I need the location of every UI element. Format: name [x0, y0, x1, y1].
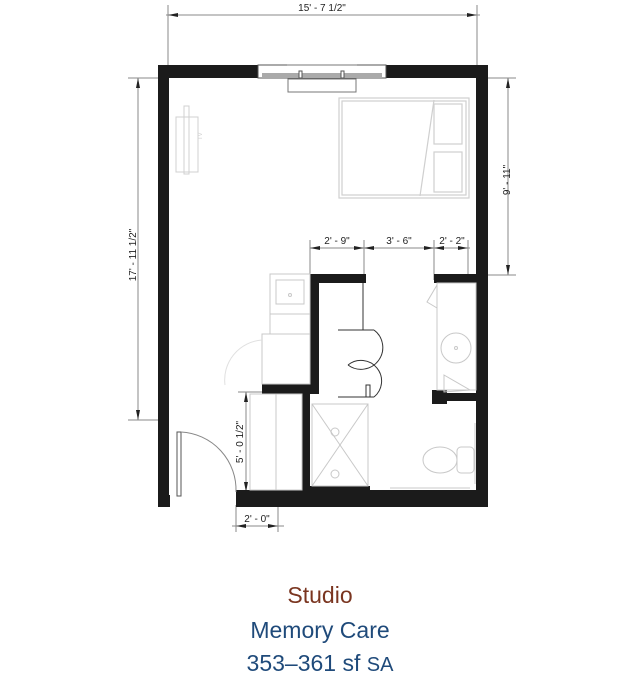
entry-door — [176, 431, 237, 497]
closet-doors — [338, 283, 384, 398]
dimension-overall-width — [166, 5, 480, 65]
dimension-entry-jamb — [232, 505, 284, 532]
dimension-entry-wall — [238, 391, 270, 492]
storage-cabinet — [249, 393, 303, 491]
floor-plan: 15' - 7 1/2" 17' - 11 1/2" 9' - 11" 2' -… — [128, 3, 516, 532]
dimension-bedroom-depth-label: 9' - 11" — [502, 164, 513, 195]
area-range: 353–361 — [246, 650, 337, 676]
dimension-vanity-label: 2' - 2" — [439, 236, 465, 247]
dimension-overall-depth-label: 17' - 11 1/2" — [128, 228, 139, 281]
dimension-entry-wall-label: 5' - 0 1/2" — [235, 420, 246, 463]
bed — [338, 97, 470, 199]
walls — [158, 65, 488, 507]
kitchenette — [224, 273, 311, 386]
unit-type-title: Studio — [287, 582, 353, 608]
toilet — [390, 423, 476, 489]
area-unit: sf — [342, 650, 361, 676]
dimension-bedroom-depth — [488, 77, 516, 276]
area-suffix: SA — [366, 654, 394, 676]
area-label: 353–361 sf SA — [0, 650, 640, 677]
dimension-overall-width-label: 15' - 7 1/2" — [298, 3, 346, 14]
dimension-interior-string — [309, 240, 470, 280]
dimension-bath-opening-label: 3' - 6" — [386, 236, 412, 247]
lavatory — [426, 282, 477, 393]
tv: TV — [175, 105, 204, 175]
program-subtitle: Memory Care — [250, 617, 390, 643]
dimension-closet-label: 2' - 9" — [324, 236, 350, 247]
dimension-overall-depth — [128, 77, 160, 421]
svg-text:TV: TV — [198, 132, 204, 140]
window — [257, 64, 387, 93]
dimension-entry-jamb-label: 2' - 0" — [244, 514, 270, 525]
shower — [311, 403, 369, 487]
